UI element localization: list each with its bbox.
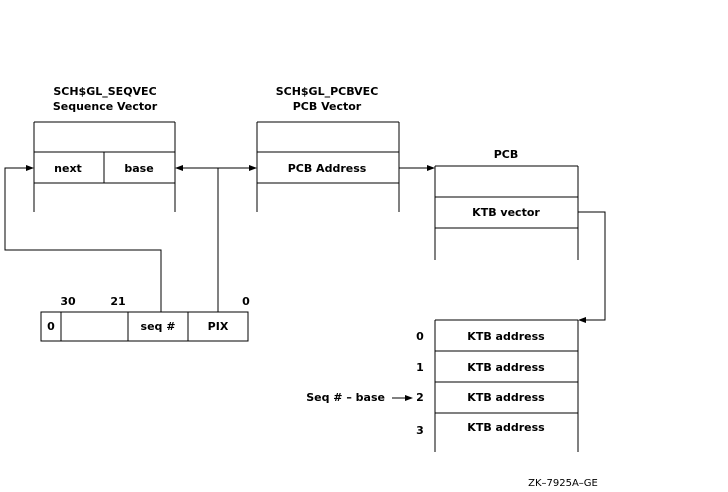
arrowhead-icon — [578, 317, 586, 323]
seqvec-base-cell: base — [124, 162, 153, 175]
bit-0-label: 0 — [242, 295, 250, 308]
arrowhead-icon — [427, 165, 435, 171]
process-id-longword: 30 21 0 0 seq # PIX — [40, 295, 250, 342]
seqvec-next-cell: next — [54, 162, 82, 175]
sequence-vector: SCH$GL_SEQVEC Sequence Vector next base — [33, 85, 176, 212]
arrowhead-icon — [26, 165, 34, 171]
longword-zero-field: 0 — [47, 320, 55, 333]
connectors — [4, 165, 606, 323]
ktb-vector-connector — [578, 211, 606, 321]
longword-pix-field: PIX — [208, 320, 229, 333]
ktb-index: 2 — [416, 391, 424, 404]
bit-21-label: 21 — [110, 295, 125, 308]
seqvec-symbol: SCH$GL_SEQVEC — [53, 85, 156, 98]
ktb-address-cell: KTB address — [467, 421, 545, 434]
pcbvec-address-cell: PCB Address — [288, 162, 367, 175]
pcb-vector: SCH$GL_PCBVEC PCB Vector PCB Address — [256, 85, 400, 212]
longword-box — [40, 311, 249, 342]
pcbvec-title: PCB Vector — [293, 100, 362, 113]
seq-minus-base-label: Seq # – base — [306, 391, 385, 404]
arrowhead-icon — [249, 165, 257, 171]
bit-30-label: 30 — [60, 295, 76, 308]
ktb-index: 0 — [416, 330, 424, 343]
arrowhead-icon — [405, 395, 413, 401]
pcb-ktb-vector-cell: KTB vector — [472, 206, 540, 219]
ktb-address-cell: KTB address — [467, 330, 545, 343]
pcb-title: PCB — [494, 148, 519, 161]
ktb-index: 3 — [416, 424, 424, 437]
ktb-address-cell: KTB address — [467, 391, 545, 404]
ktb-address-cell: KTB address — [467, 361, 545, 374]
pcb-block: PCB KTB vector — [434, 148, 579, 260]
seqvec-title: Sequence Vector — [53, 100, 158, 113]
ktb-vector: 0 KTB address 1 KTB address 2 KTB addres… — [306, 319, 579, 452]
arrowhead-icon — [175, 165, 183, 171]
pcbvec-symbol: SCH$GL_PCBVEC — [276, 85, 379, 98]
ktb-index: 1 — [416, 361, 424, 374]
seq-to-next-connector — [4, 167, 162, 312]
figure-id: ZK–7925A–GE — [528, 478, 598, 489]
longword-seq-field: seq # — [141, 320, 176, 333]
